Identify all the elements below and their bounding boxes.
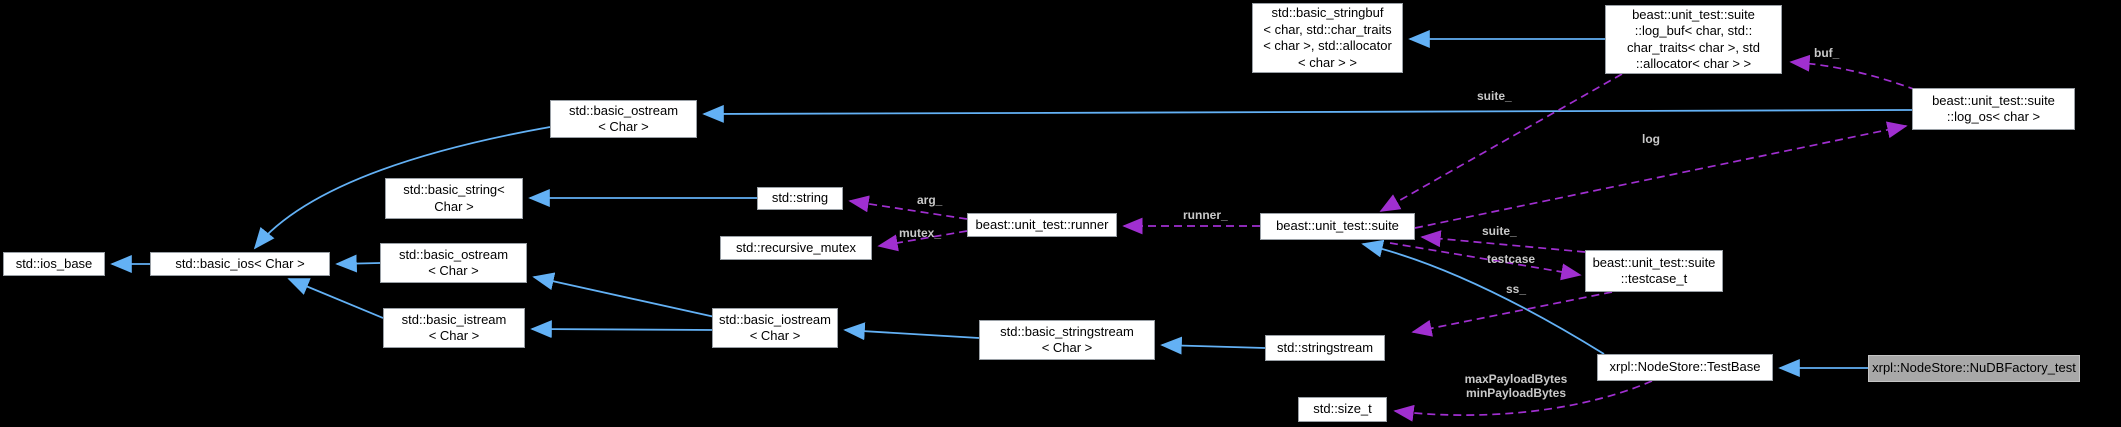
edge-label-suite-from-logbuf: suite_ bbox=[1477, 89, 1512, 103]
edge-label-suite-from-testcase: suite_ bbox=[1482, 224, 1517, 238]
node-beast-unit-test-suite-testcase-t[interactable]: beast::unit_test::suite ::testcase_t bbox=[1585, 250, 1723, 292]
node-std-basic-ios[interactable]: std::basic_ios< Char > bbox=[150, 252, 330, 276]
node-std-recursive-mutex[interactable]: std::recursive_mutex bbox=[720, 236, 872, 260]
edge-usage-runner-mutex bbox=[877, 230, 968, 252]
edge-usage-suite-log bbox=[1414, 121, 1908, 229]
edge-usage-testcase-suite bbox=[1420, 230, 1586, 253]
edge-inherit-ostreamtop-to-basicios bbox=[253, 126, 551, 250]
edge-label-arg: arg_ bbox=[917, 193, 943, 207]
node-std-basic-stringstream[interactable]: std::basic_stringstream < Char > bbox=[979, 320, 1155, 360]
node-std-size-t[interactable]: std::size_t bbox=[1298, 397, 1387, 422]
edge-label-payload-bytes: maxPayloadBytes minPayloadBytes bbox=[1464, 372, 1568, 400]
node-beast-unit-test-runner[interactable]: beast::unit_test::runner bbox=[967, 213, 1117, 237]
edge-inherit-ostream2-to-basicios bbox=[335, 254, 381, 273]
edge-usage-testbase-sizet bbox=[1393, 380, 1653, 422]
node-xrpl-nodestore-testbase[interactable]: xrpl::NodeStore::TestBase bbox=[1597, 354, 1773, 381]
node-std-basic-ostream-top[interactable]: std::basic_ostream < Char > bbox=[550, 100, 697, 138]
edge-inherit-istream-to-basicios bbox=[287, 278, 384, 319]
edge-usage-suite-testcase bbox=[1389, 242, 1582, 281]
edge-inherit-stringstream-to-basicstringstream bbox=[1160, 336, 1266, 355]
edge-usage-logos-buf bbox=[1789, 54, 1917, 91]
node-std-basic-iostream[interactable]: std::basic_iostream < Char > bbox=[712, 308, 838, 348]
node-beast-unit-test-suite[interactable]: beast::unit_test::suite bbox=[1260, 213, 1415, 240]
edge-label-runner: runner_ bbox=[1183, 208, 1228, 222]
node-std-basic-istream[interactable]: std::basic_istream < Char > bbox=[383, 308, 525, 348]
edge-inherit-iostream-to-istream bbox=[530, 320, 716, 339]
edge-label-buf: buf_ bbox=[1814, 46, 1840, 60]
node-beast-unit-test-suite-log-buf[interactable]: beast::unit_test::suite ::log_buf< char,… bbox=[1605, 5, 1782, 74]
node-beast-unit-test-suite-log-os[interactable]: beast::unit_test::suite ::log_os< char > bbox=[1912, 88, 2075, 130]
edge-label-testcase: testcase bbox=[1487, 252, 1536, 266]
node-std-basic-string[interactable]: std::basic_string< Char > bbox=[385, 178, 523, 219]
edge-inherit-iostream-to-ostream2 bbox=[532, 272, 716, 318]
node-xrpl-nodestore-nudbfactory-test: xrpl::NodeStore::NuDBFactory_test bbox=[1868, 355, 2080, 382]
node-std-stringstream[interactable]: std::stringstream bbox=[1265, 335, 1385, 361]
edge-label-mutex: mutex_ bbox=[899, 226, 942, 240]
node-std-string[interactable]: std::string bbox=[757, 187, 843, 210]
edge-label-log: log bbox=[1642, 132, 1660, 146]
edge-usage-testcase-ss bbox=[1411, 291, 1613, 337]
edge-inherit-stringstreamt-to-iostream bbox=[843, 322, 980, 341]
edge-usage-runner-arg bbox=[848, 195, 968, 220]
edge-inherit-logos-to-ostream-top bbox=[702, 104, 1913, 123]
edge-usage-logbuf-suite bbox=[1379, 73, 1623, 212]
node-std-ios-base[interactable]: std::ios_base bbox=[3, 252, 105, 276]
edge-inherit-testbase-to-suite bbox=[1361, 239, 1605, 355]
node-std-basic-ostream[interactable]: std::basic_ostream < Char > bbox=[380, 243, 527, 283]
edge-label-ss: ss_ bbox=[1506, 282, 1527, 296]
node-std-basic-stringbuf[interactable]: std::basic_stringbuf < char, std::char_t… bbox=[1252, 3, 1403, 73]
